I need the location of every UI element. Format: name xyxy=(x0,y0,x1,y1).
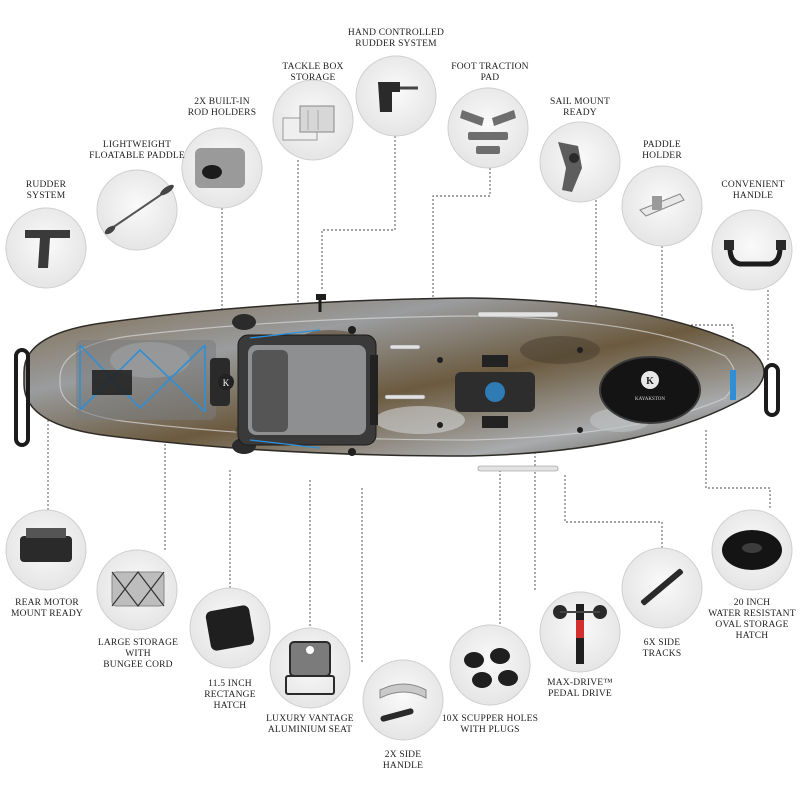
side-track-icon xyxy=(640,568,684,606)
brand-badge-rear xyxy=(218,374,234,390)
carry-handle-icon xyxy=(724,240,786,267)
rod-holder-icon xyxy=(195,148,245,188)
seat-icon xyxy=(285,641,335,695)
oval-hatch-icon xyxy=(722,530,782,570)
brand-badge-front xyxy=(641,371,659,389)
paddle-holder-icon xyxy=(639,193,685,217)
rudder-handle-icon xyxy=(378,82,418,112)
circle-convenient-handle xyxy=(711,209,793,291)
rudder-fin-icon xyxy=(25,230,70,268)
scupper-plug-icon xyxy=(464,648,518,688)
leader-oval-hatch xyxy=(705,430,771,510)
tackle-box-icon xyxy=(282,105,335,141)
brand-text: KAYAKSTON xyxy=(635,397,665,402)
circle-oval-hatch xyxy=(711,509,793,591)
circle-max-drive xyxy=(539,591,621,673)
circle-rear-motor xyxy=(5,509,87,591)
paddle-icon xyxy=(104,184,174,235)
circle-foot-traction xyxy=(447,87,529,169)
circle-side-handle xyxy=(362,659,444,741)
circle-lightweight-paddle xyxy=(96,169,178,251)
leader-lines xyxy=(47,136,771,664)
circle-paddle-holder xyxy=(621,165,703,247)
motor-mount-icon xyxy=(20,528,72,562)
kayak-hull: K K KAYAKSTON xyxy=(14,294,780,472)
feature-circles xyxy=(5,55,793,741)
foot-pad-icon xyxy=(460,110,516,154)
brand-mark-rear: K xyxy=(223,378,230,388)
circle-rudder-system xyxy=(5,207,87,289)
circle-rect-hatch xyxy=(189,587,271,669)
leader-side-tracks xyxy=(564,475,663,548)
circle-sail-mount xyxy=(539,121,621,203)
circle-rod-holders xyxy=(181,127,263,209)
circle-tackle-box xyxy=(272,79,354,161)
circle-vantage-seat xyxy=(269,627,351,709)
sail-mount-icon xyxy=(558,142,582,192)
pedal-drive-icon xyxy=(553,604,607,664)
rect-hatch-icon xyxy=(205,605,255,651)
bungee-storage-icon xyxy=(111,571,165,607)
circle-scupper-holes xyxy=(449,624,531,706)
circle-large-storage xyxy=(96,549,178,631)
brand-mark-front: K xyxy=(646,376,654,387)
leader-foot-traction xyxy=(432,168,491,305)
circle-hand-rudder xyxy=(355,55,437,137)
side-handle-icon xyxy=(379,683,427,722)
leader-hand-rudder xyxy=(321,136,396,290)
circle-side-tracks xyxy=(621,547,703,629)
